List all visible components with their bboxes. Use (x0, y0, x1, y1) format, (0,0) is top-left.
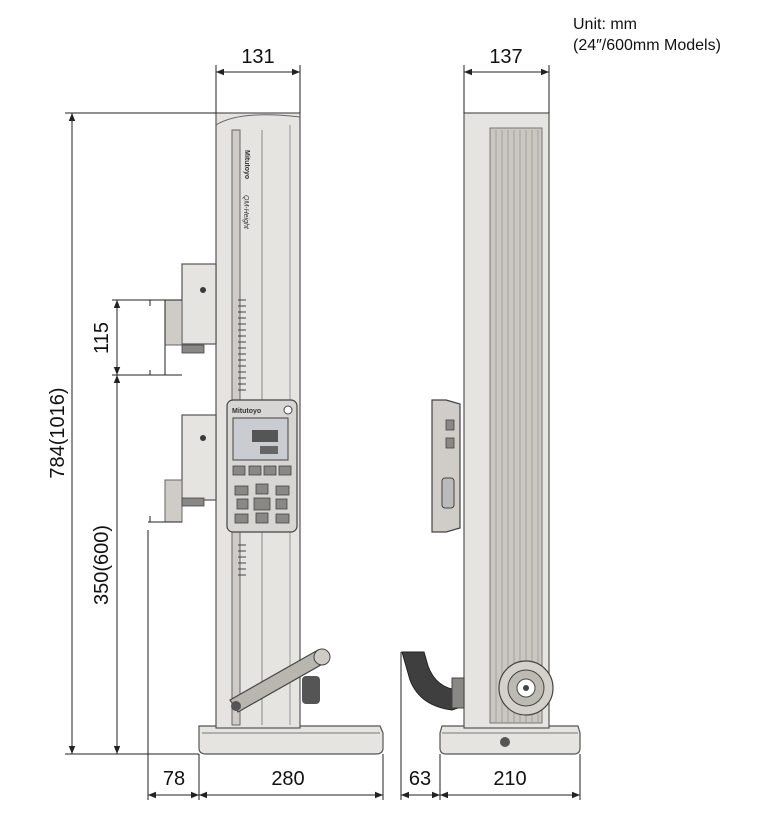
control-panel: Mitutoyo (226, 399, 298, 533)
dim-side-width: 137 (489, 46, 522, 68)
model-label: (24″/600mm Models) (573, 37, 721, 54)
side-ribs (495, 130, 539, 722)
dim-total-height: 784(1016) (47, 387, 69, 478)
upper-slider (181, 263, 217, 345)
dim-front-offset: 78 (163, 768, 185, 790)
side-base (439, 725, 581, 755)
dim-lower-height: 350(600) (91, 525, 113, 605)
front-scale (238, 299, 246, 576)
lower-slider (181, 414, 217, 501)
brand-logo: Mitutoyo (243, 150, 250, 179)
front-handle (229, 648, 331, 713)
panel-logo: Mitutoyo (232, 408, 261, 415)
side-view (401, 112, 581, 755)
dim-slider-travel: 115 (91, 322, 113, 354)
dim-front-base: 280 (271, 768, 304, 790)
unit-label: Unit: mm (573, 16, 637, 33)
front-view: Mitutoyo QM-Height Mitutoyo (148, 112, 384, 755)
dim-side-base: 210 (493, 768, 526, 790)
unit-note: Unit: mm (24″/600mm Models) (573, 14, 721, 56)
dim-front-width: 131 (241, 46, 274, 68)
product-name: QM-Height (242, 195, 249, 230)
side-wheel (498, 660, 554, 716)
dim-side-offset: 63 (409, 768, 431, 790)
dimension-lines (65, 65, 581, 800)
front-base (198, 725, 384, 755)
